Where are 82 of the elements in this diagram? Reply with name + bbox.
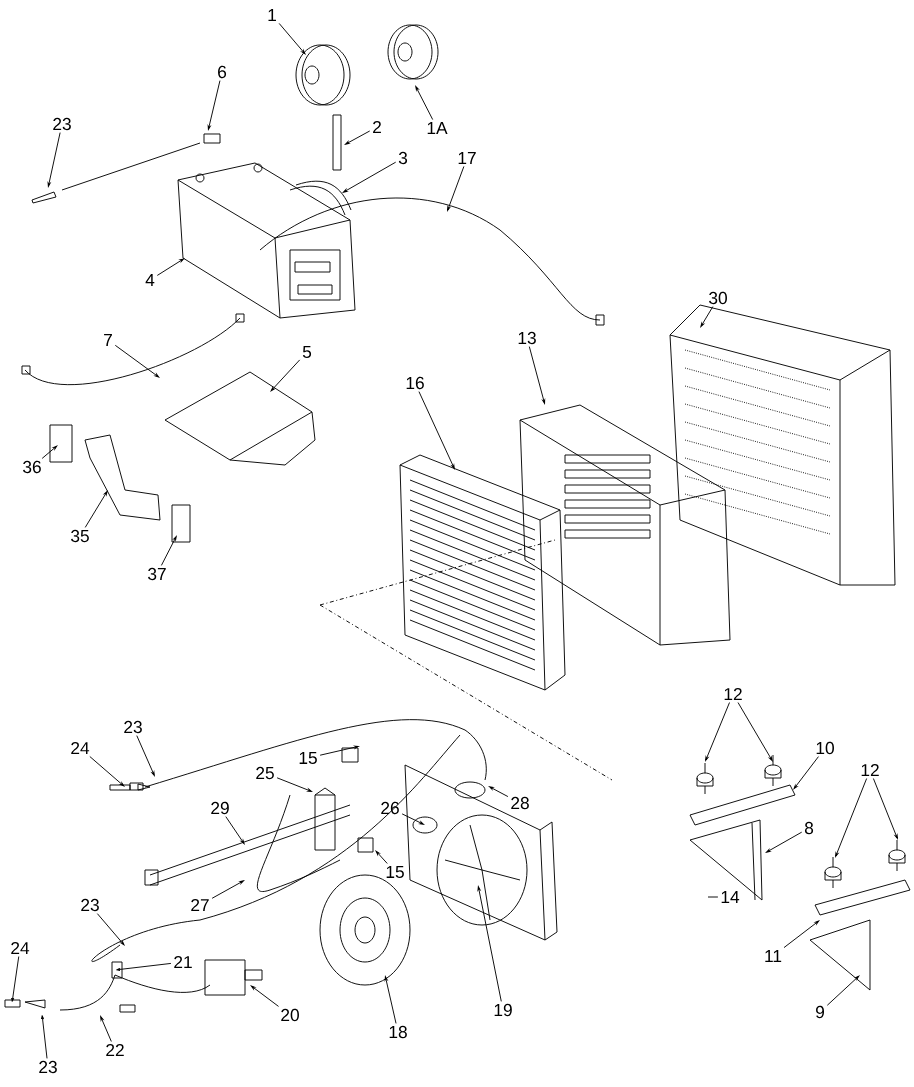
callout-number: 29	[211, 801, 229, 815]
leader-line	[793, 756, 819, 790]
callout-number: 3	[398, 151, 408, 165]
callout-number: 25	[256, 766, 274, 780]
leader-line	[250, 985, 279, 1007]
leader-line	[375, 850, 388, 864]
leader-line	[826, 975, 860, 1006]
leader-line	[700, 306, 714, 328]
callout-number: 19	[494, 1003, 512, 1017]
callout-number: 28	[511, 796, 529, 810]
leader-line	[225, 816, 245, 845]
callout-number: 21	[174, 955, 192, 969]
leader-line	[447, 165, 465, 211]
callout-number: 36	[23, 460, 41, 474]
leader-line	[415, 86, 434, 121]
callout-number: 17	[458, 152, 476, 164]
leader-line	[872, 778, 898, 839]
leader-line	[207, 80, 221, 130]
leader-line	[276, 777, 312, 792]
callout-number: 35	[71, 529, 89, 543]
callout-number: 8	[804, 821, 814, 835]
leader-line	[100, 1016, 112, 1042]
callout-number: 13	[518, 331, 536, 345]
callout-number: 18	[389, 1025, 407, 1039]
callout-number: 14	[721, 891, 740, 903]
callout-number: 37	[148, 567, 166, 581]
callout-number: 6	[218, 65, 227, 79]
leader-line	[344, 130, 371, 145]
leader-line	[418, 391, 455, 469]
callout-number: 24	[71, 741, 90, 755]
callout-number: 11	[765, 950, 782, 962]
callout-number: 22	[106, 1043, 124, 1057]
callout-number: 5	[302, 345, 312, 359]
callout-number: 15	[386, 865, 404, 879]
callout-number: 27	[191, 898, 209, 912]
leader-line	[319, 745, 359, 756]
leader-line	[528, 346, 546, 404]
callout-number: 23	[124, 720, 142, 734]
callout-number: 24	[11, 941, 30, 955]
leader-line	[835, 778, 868, 857]
callout-number: 20	[281, 1008, 299, 1022]
leader-line	[783, 920, 820, 949]
leader-line	[737, 702, 773, 762]
leader-line	[477, 886, 502, 1002]
leader-line	[384, 976, 397, 1024]
leader-line	[156, 258, 185, 276]
callout-number: 23	[81, 898, 99, 912]
callout-number: 4	[145, 274, 155, 286]
callout-number: 30	[709, 291, 727, 305]
leader-line	[705, 702, 730, 761]
callout-number: 1A	[427, 122, 448, 134]
callout-number: 9	[816, 1005, 824, 1019]
leader-line	[342, 161, 397, 193]
leader-line	[11, 956, 20, 1002]
leader-line	[278, 22, 306, 55]
leader-line	[765, 831, 803, 853]
leader-line	[41, 445, 58, 459]
callout-number: 12	[724, 687, 742, 701]
leader-line	[114, 344, 160, 378]
leader-line	[47, 132, 61, 187]
leader-line	[96, 913, 125, 946]
leader-line	[89, 756, 125, 787]
leader-line	[41, 1015, 48, 1059]
callout-number: 23	[53, 117, 71, 131]
callout-number: 23	[39, 1060, 57, 1074]
leader-line	[707, 896, 719, 898]
callout-number: 15	[299, 751, 317, 765]
callout-number: 16	[406, 376, 424, 390]
leader-line	[84, 490, 108, 528]
callout-number: 26	[381, 801, 399, 815]
callout-number: 2	[373, 120, 381, 134]
leader-line	[401, 813, 424, 825]
leader-line	[270, 359, 301, 392]
callout-number: 12	[861, 763, 879, 777]
callout-number: 1	[268, 9, 276, 21]
leader-line	[488, 786, 509, 798]
leader-line	[136, 735, 155, 776]
leader-line	[211, 880, 245, 899]
leader-line	[116, 962, 172, 971]
callout-number: 10	[816, 741, 834, 755]
leader-line	[160, 536, 177, 566]
callout-number: 7	[104, 334, 112, 346]
